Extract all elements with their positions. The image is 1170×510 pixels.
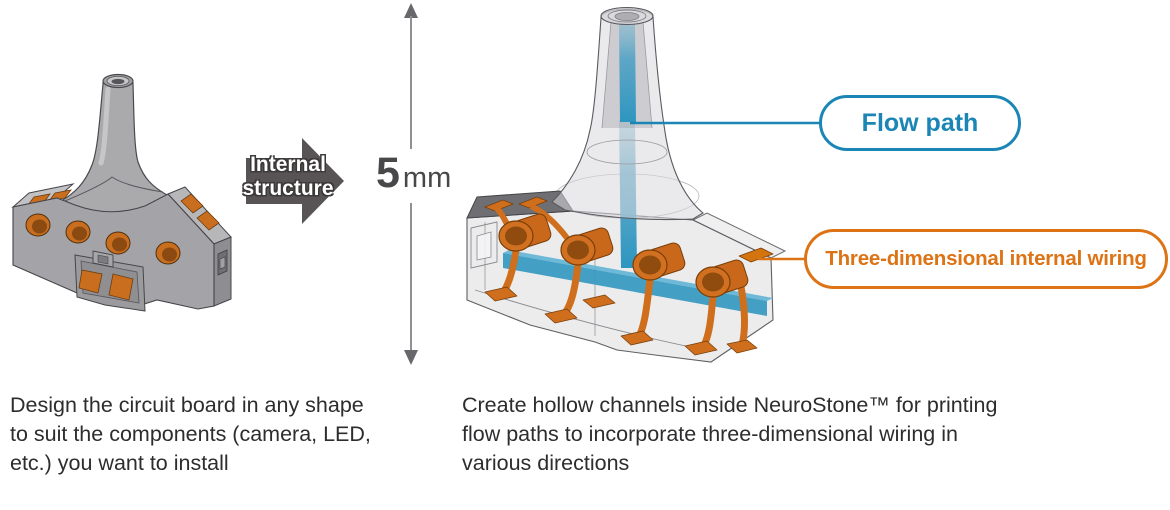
transform-arrow-label: Internal structure <box>230 153 346 201</box>
transform-arrow-label-line1: Internal <box>250 153 326 176</box>
wiring-callout: Three-dimensional internal wiring <box>804 229 1168 289</box>
caption-left: Design the circuit board in any shape to… <box>10 391 371 478</box>
wiring-socket <box>560 227 614 266</box>
wiring-anchor-pad <box>738 247 774 263</box>
wiring-socket <box>695 259 749 298</box>
caption-right-line1: Create hollow channels inside NeuroStone… <box>462 393 998 417</box>
transform-arrow-label-line2: structure <box>242 177 334 200</box>
circuit-board-exterior-model <box>11 73 232 312</box>
dimension-value: 5 <box>376 149 400 197</box>
top-right-face <box>167 186 232 245</box>
flow-path-callout-label: Flow path <box>861 108 979 137</box>
front-face <box>12 193 215 312</box>
wiring-socket <box>632 242 686 281</box>
transparent-nozzle <box>551 6 704 221</box>
block-arrow-right-icon <box>246 138 344 224</box>
top-left-face <box>466 190 574 219</box>
wiring-callout-label: Three-dimensional internal wiring <box>825 247 1147 270</box>
dimension-label: 5 mm <box>372 149 456 197</box>
flow-path-callout: Flow path <box>819 95 1021 151</box>
three-dimensional-wiring <box>484 203 774 356</box>
circuit-board-internal-model <box>466 6 787 363</box>
caption-left-line1: Design the circuit board in any shape <box>10 393 364 417</box>
center-recess <box>74 250 146 312</box>
flow-channel-vertical-upper <box>619 24 636 122</box>
wiring-socket <box>498 213 552 252</box>
dimension-unit: mm <box>402 162 452 194</box>
caption-right-line3: various directions <box>462 451 630 475</box>
caption-right-line2: flow paths to incorporate three-dimensio… <box>462 422 958 446</box>
caption-right: Create hollow channels inside NeuroStone… <box>462 391 997 478</box>
right-end-face <box>213 236 232 307</box>
component-holes <box>25 213 181 265</box>
caption-left-line2: to suit the components (camera, LED, <box>10 422 371 446</box>
caption-left-line3: etc.) you want to install <box>10 451 229 475</box>
nozzle <box>59 73 169 214</box>
